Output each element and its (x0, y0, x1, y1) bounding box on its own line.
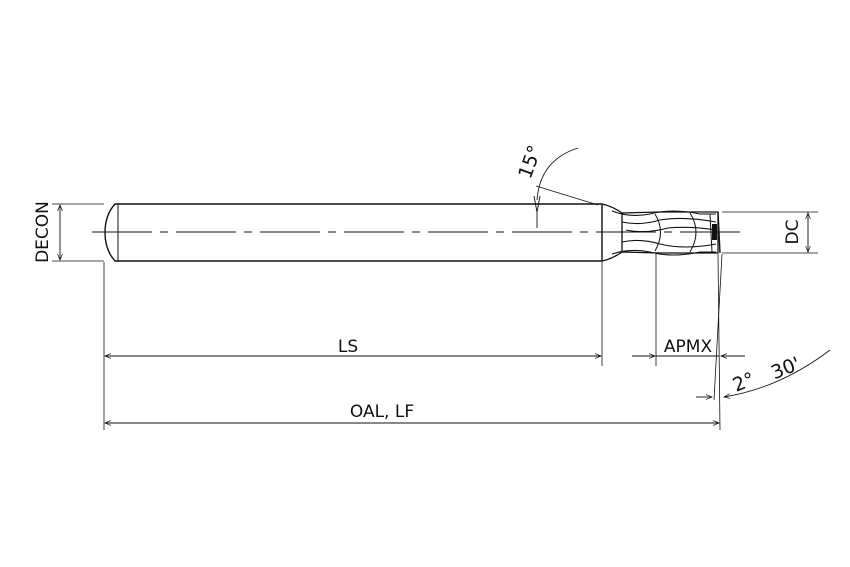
apmx-label: APMX (664, 337, 713, 357)
oal-lf-label: OAL, LF (350, 402, 414, 422)
tool-shank (104, 203, 603, 262)
decon-label: DECON (33, 201, 53, 263)
dc-dimension (722, 211, 818, 254)
tip-angle-degree-label: 2° (730, 368, 758, 396)
decon-dimension (52, 203, 104, 262)
ls-label: LS (338, 337, 358, 357)
angle-15-label: 15° (514, 142, 546, 181)
dc-label: DC (783, 220, 803, 245)
tip-angle-dimension (696, 349, 831, 400)
tool-neck-and-flutes (601, 203, 721, 262)
tip-angle-minute-label: 30' (768, 353, 804, 384)
angle-15-dimension (533, 147, 599, 228)
extension-lines (103, 253, 723, 431)
